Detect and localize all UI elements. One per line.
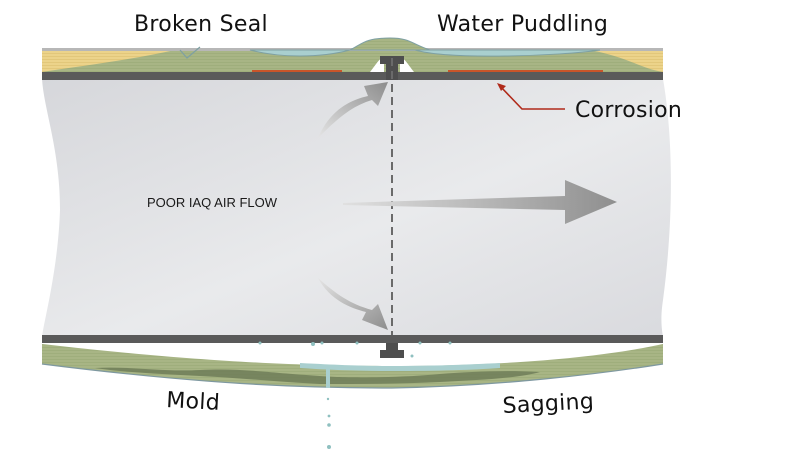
label-corrosion: Corrosion <box>575 98 682 123</box>
leak-arrow-up <box>318 82 388 138</box>
airflow-arrow <box>343 180 617 224</box>
mold-patch <box>95 367 540 384</box>
water-puddle-left <box>249 49 351 57</box>
drip <box>311 342 315 346</box>
water-puddle-right <box>414 49 601 57</box>
broken-seal-crack <box>179 46 201 59</box>
top-joint-flange <box>380 56 404 80</box>
corrosion-leader-line <box>499 85 565 110</box>
joint-insulation-bump <box>349 37 431 51</box>
bottom-insulation <box>41 344 664 389</box>
top-insulation <box>42 37 663 72</box>
drip <box>327 423 331 427</box>
water-drip-channel <box>326 366 330 388</box>
sagging-water-layer <box>300 363 500 371</box>
drip <box>327 414 331 418</box>
fiberglass-left <box>42 50 175 72</box>
corrosion-leader-arrowhead <box>497 83 506 91</box>
bottom-duct-wall <box>42 335 663 343</box>
drip <box>355 341 359 345</box>
drip <box>258 341 262 345</box>
duct-interior <box>42 79 671 337</box>
water-drips <box>258 341 452 449</box>
drip <box>326 397 330 401</box>
bottom-joint-flange <box>380 343 404 358</box>
drip <box>410 354 414 358</box>
label-water-puddling: Water Puddling <box>437 12 608 37</box>
fiberglass-right <box>590 50 663 72</box>
drip <box>327 445 331 449</box>
label-broken-seal: Broken Seal <box>134 12 268 37</box>
drip <box>418 341 422 345</box>
leak-arrow-down <box>318 278 388 330</box>
label-mold: Mold <box>166 388 221 416</box>
drip <box>320 341 324 345</box>
top-duct-wall <box>42 72 663 80</box>
drip <box>448 341 452 345</box>
label-air-flow: POOR IAQ AIR FLOW <box>147 195 278 210</box>
label-sagging: Sagging <box>502 389 595 419</box>
